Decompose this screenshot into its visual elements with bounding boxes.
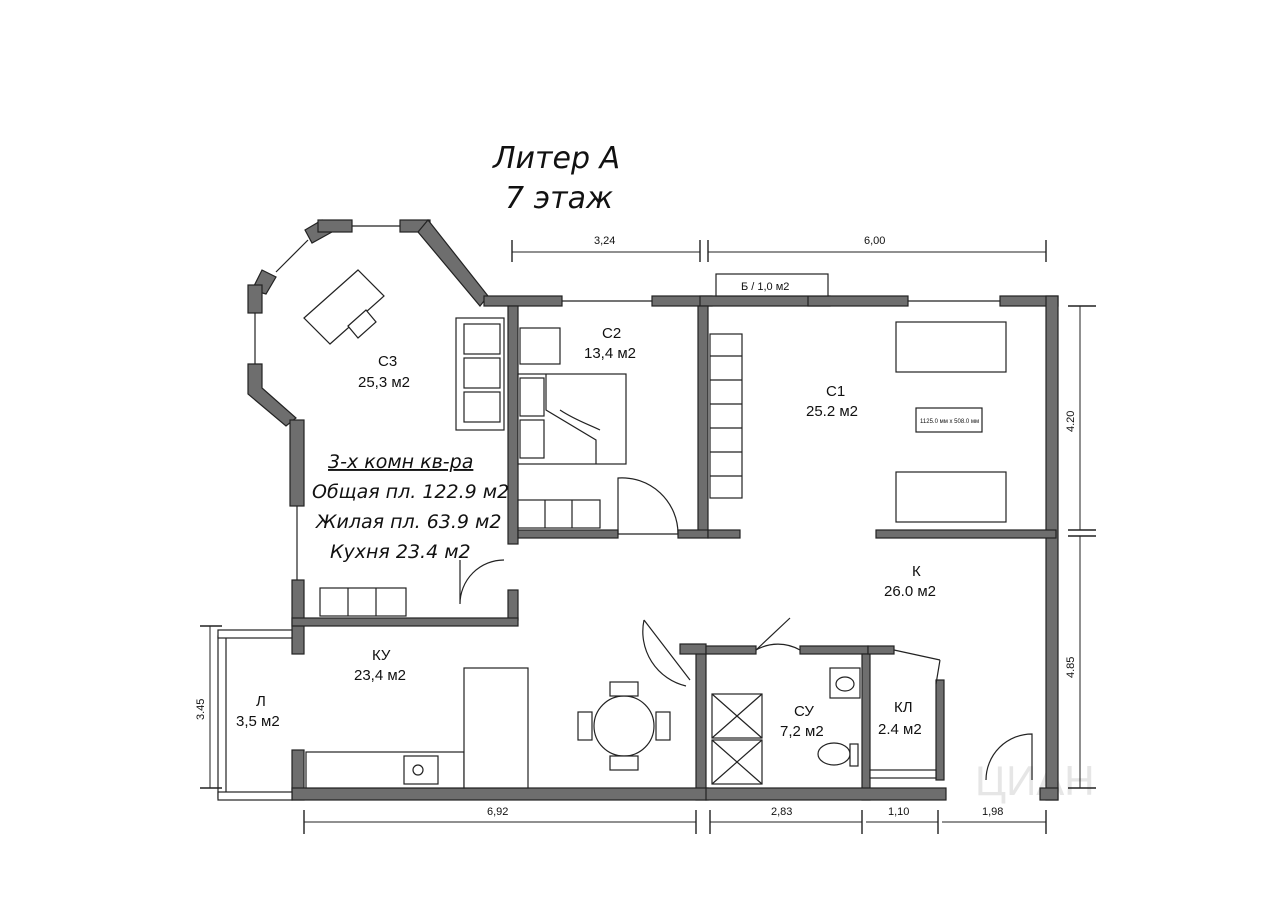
room-c2-name: С2 [602,325,621,342]
dim-top-c2: 3,24 [594,235,615,247]
room-kl-area: 2.4 м2 [878,721,922,738]
room-l-name: Л [256,693,266,710]
room-c1-name: С1 [826,383,845,400]
balcony: Б / 1,0 м2 [715,273,829,297]
dim-bottom-su: 2,83 [771,806,792,818]
dim-right-upper: 4.20 [1065,411,1077,432]
dimension-lines [200,240,1096,834]
room-kl-name: КЛ [894,699,913,716]
summary-kitchen: Кухня 23.4 м2 [330,541,471,563]
room-ku-area: 23,4 м2 [354,667,406,684]
dim-top-c1: 6,00 [864,235,885,247]
walls [217,219,1059,801]
summary-heading: 3-х комн кв-ра [328,451,473,473]
room-c3-name: С3 [378,353,397,370]
room-c2-area: 13,4 м2 [584,345,636,362]
watermark: ЦИАН [975,757,1095,804]
room-k-name: К [912,563,921,580]
room-k-area: 26.0 м2 [884,583,936,600]
summary-living: Жилая пл. 63.9 м2 [315,511,501,533]
tv-label: 1125.0 мм x 508.0 мм [920,419,979,425]
dim-left-loggia: 3.45 [195,699,207,720]
room-c1-area: 25.2 м2 [806,403,858,420]
dim-bottom-kl: 1,10 [888,806,909,818]
balcony-label: Б / 1,0 м2 [741,281,789,293]
summary-total: Общая пл. 122.9 м2 [312,481,509,503]
room-ku-name: КУ [372,647,391,664]
room-c3-area: 25,3 м2 [358,374,410,391]
furniture: 1125.0 мм x 508.0 мм [303,269,1007,789]
dim-bottom-kitchen: 6,92 [487,806,508,818]
dim-right-lower: 4.85 [1065,657,1077,678]
room-l-area: 3,5 м2 [236,713,280,730]
title-line1: Литер А [492,141,620,176]
windows [254,225,1000,580]
title-line2: 7 этаж [505,181,613,216]
dim-bottom-hall: 1,98 [982,806,1003,818]
room-su-name: СУ [794,703,814,720]
room-su-area: 7,2 м2 [780,723,824,740]
doors [459,477,1033,781]
